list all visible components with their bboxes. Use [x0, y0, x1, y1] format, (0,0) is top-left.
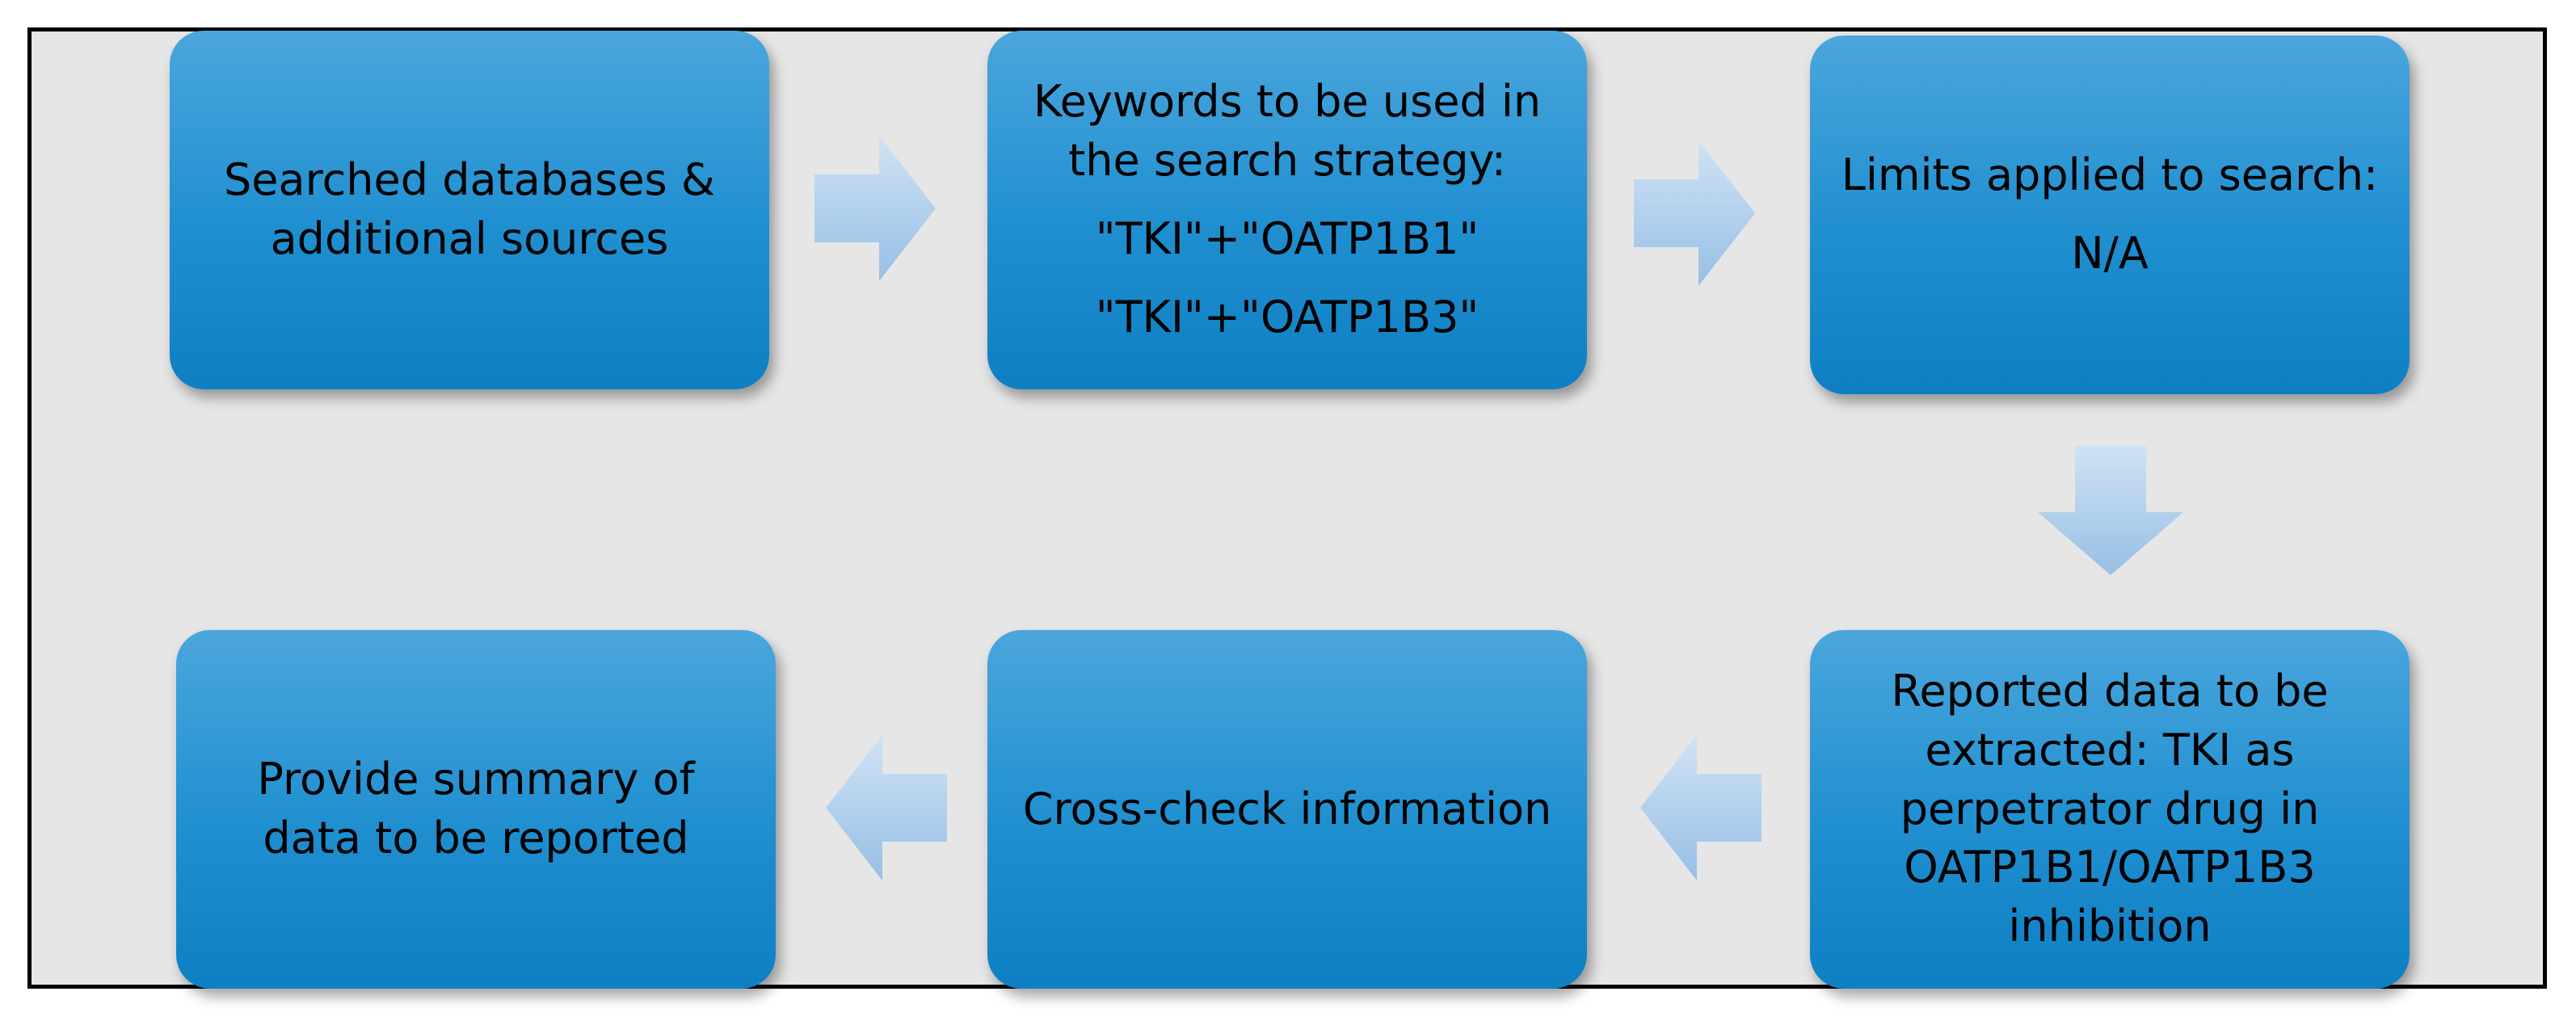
step-text-line: data to be reported [263, 813, 689, 863]
step-text-line: Limits applied to search: [1841, 149, 2379, 201]
step-keywords: Keywords to be used in the search strate… [987, 31, 1587, 389]
step-provide-summary: Provide summary of data to be reported [176, 630, 776, 989]
step-reported-data: Reported data to be extracted: TKI as pe… [1810, 630, 2410, 989]
arrow-left-icon [826, 735, 947, 880]
step-text-line: extracted: TKI as [1925, 724, 2295, 775]
step-cross-check: Cross-check information [987, 630, 1587, 989]
arrow-right-icon [814, 136, 936, 281]
step-text-line: Reported data to be [1891, 665, 2329, 716]
arrow-right-icon [1634, 141, 1755, 286]
step-text-line: OATP1B1/OATP1B3 [1904, 842, 2316, 893]
step-text-line: "TKI"+"OATP1B1" [1095, 213, 1480, 264]
step-limits: Limits applied to search: N/A [1810, 36, 2410, 394]
step-text-line: additional sources [270, 213, 669, 264]
step-text-line: N/A [2071, 228, 2149, 279]
arrow-down-icon [2038, 446, 2183, 575]
step-text-line: "TKI"+"OATP1B3" [1095, 291, 1480, 342]
arrow-left-icon [1640, 735, 1762, 880]
step-text-line: perpetrator drug in [1900, 783, 2320, 834]
step-text-line: the search strategy: [1068, 135, 1506, 187]
step-text-line: inhibition [2008, 901, 2212, 952]
step-text-line: Searched databases & [224, 154, 715, 206]
step-text-line: Keywords to be used in [1033, 76, 1542, 128]
step-text-line: Cross-check information [1022, 783, 1552, 834]
step-searched-databases: Searched databases & additional sources [170, 31, 769, 389]
step-text-line: Provide summary of [257, 754, 695, 805]
